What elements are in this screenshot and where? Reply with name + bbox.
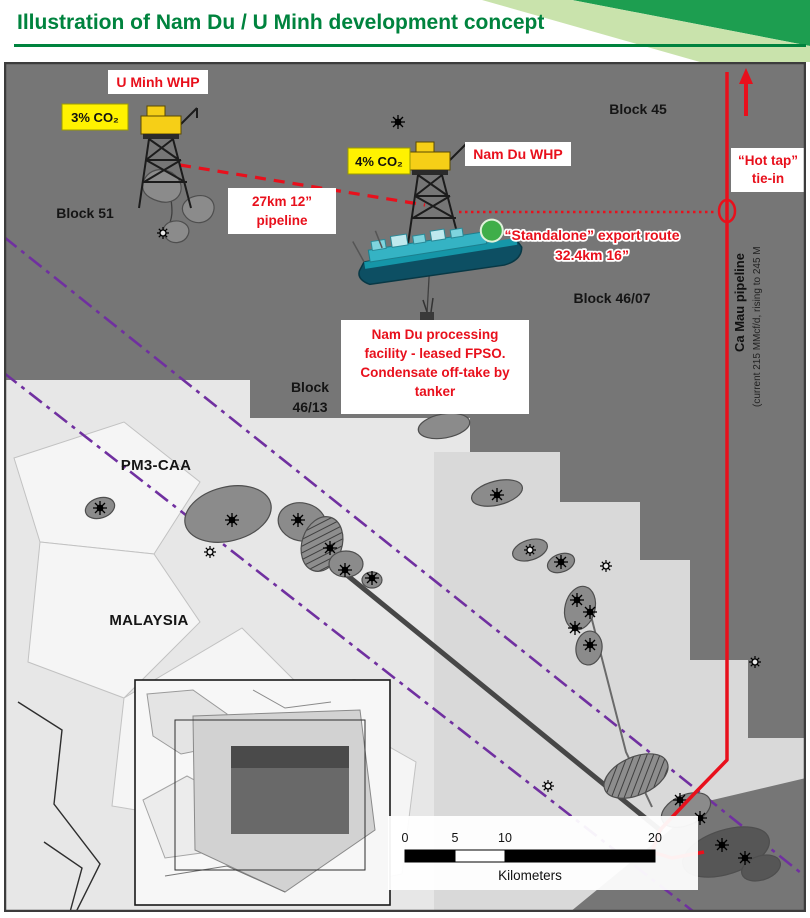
scale-tick-0: 0 <box>402 831 409 845</box>
well-symbol-open-icon <box>156 226 170 240</box>
scale-segment <box>505 850 655 862</box>
hot-tap-label-line2: tie-in <box>752 171 784 186</box>
field-blob <box>417 412 471 440</box>
well-symbol-filled-icon <box>322 540 338 556</box>
block-4607-label: Block 46/07 <box>573 290 650 306</box>
hot-tap-label-box <box>731 148 805 192</box>
field-blob <box>181 194 215 224</box>
uminh-co2-box <box>61 103 129 131</box>
scale-bar: 0 5 10 20 Kilometers <box>388 816 698 890</box>
export-route-label-line2: 32.4km 16” <box>555 247 629 263</box>
maritime-boundary-line <box>4 235 806 879</box>
pipeline-27km-label-line2: pipeline <box>256 213 307 228</box>
namdu-co2-label: 4% CO₂ <box>355 154 403 169</box>
uminh-label: U Minh WHP <box>116 74 199 90</box>
pipeline-flow-arrowhead <box>739 68 753 84</box>
well-symbol-filled-icon <box>553 554 569 570</box>
helipad-icon <box>479 218 504 243</box>
field-blob <box>162 220 190 244</box>
scale-tick-20: 20 <box>648 831 662 845</box>
well-symbol-filled-icon <box>489 487 505 503</box>
namdu-label-box <box>465 142 571 166</box>
inset-extent-outline <box>174 719 366 871</box>
fpso-note-line4: tanker <box>415 384 456 399</box>
scale-tick-10: 10 <box>498 831 512 845</box>
field-outlines <box>84 169 781 882</box>
well-symbol-filled-icon <box>567 620 583 636</box>
namdu-label: Nam Du WHP <box>473 146 562 162</box>
title-underline <box>14 44 806 47</box>
fpso-note-line1: Nam Du processing <box>372 327 499 342</box>
well-symbol-filled-icon <box>714 837 730 853</box>
development-concept-map: U Minh WHP 3% CO₂ Nam Du WHP 4% CO₂ 27km… <box>4 62 806 912</box>
infield-pipeline-line <box>307 542 663 833</box>
block-4613-label-line2: 46/13 <box>292 399 327 415</box>
pipeline-27km-label-box <box>228 188 336 234</box>
inset-overview-map <box>134 679 391 906</box>
block-45-label: Block 45 <box>609 101 667 117</box>
well-symbol-filled-icon <box>290 512 306 528</box>
ca-mau-pipeline-detail-label: (current 215 MMcf/d, rising to 245 M <box>752 246 763 407</box>
well-symbol-filled-icon <box>390 114 406 130</box>
coastline <box>43 841 83 912</box>
field-blob <box>328 550 364 578</box>
block-4613-label-line1: Block <box>291 379 329 395</box>
fpso-note-box <box>341 320 529 414</box>
subsea-structure-icon <box>420 297 434 321</box>
hot-tap-label-line1: “Hot tap” <box>738 153 798 168</box>
fpso-note-line3: Condensate off-take by <box>360 365 510 380</box>
scale-segment <box>405 850 455 862</box>
fpso-vessel-icon <box>352 218 523 286</box>
scale-outline <box>404 849 656 863</box>
scale-segment <box>454 849 506 863</box>
field-blob-hatched <box>603 753 669 799</box>
coastline <box>17 701 101 912</box>
scale-tick-5: 5 <box>452 831 459 845</box>
uminh-co2-label: 3% CO₂ <box>71 110 119 125</box>
well-symbol-filled-icon <box>92 500 108 516</box>
scale-unit-label: Kilometers <box>498 868 562 883</box>
pipeline-27km-dashed-line <box>179 163 426 207</box>
well-symbol-filled-icon <box>582 637 598 653</box>
export-route-label-line1: “Standalone” export route <box>504 227 679 243</box>
ca-mau-pipeline-label: Ca Mau pipeline <box>732 253 747 352</box>
well-symbol-filled-icon <box>364 570 380 586</box>
well-symbol-filled-icon <box>737 850 753 866</box>
page-title: Illustration of Nam Du / U Minh developm… <box>17 11 545 34</box>
uminh-label-box <box>108 70 208 94</box>
field-blob <box>741 854 781 882</box>
pipeline-27km-label-line1: 27km 12” <box>252 194 312 209</box>
well-symbol-filled-icon <box>569 592 585 608</box>
well-symbol-filled-icon <box>582 604 598 620</box>
well-symbol-filled-icon <box>337 562 353 578</box>
block-51-label: Block 51 <box>56 205 114 221</box>
malaysia-label: MALAYSIA <box>109 612 188 629</box>
map-border <box>4 62 806 912</box>
hot-tap-circle <box>717 198 737 224</box>
pm3-caa-label: PM3-CAA <box>121 457 191 474</box>
field-blob <box>184 485 272 543</box>
fpso-note-line2: facility - leased FPSO. <box>364 346 505 361</box>
well-symbol-filled-icon <box>224 512 240 528</box>
namdu-co2-box <box>347 147 411 175</box>
